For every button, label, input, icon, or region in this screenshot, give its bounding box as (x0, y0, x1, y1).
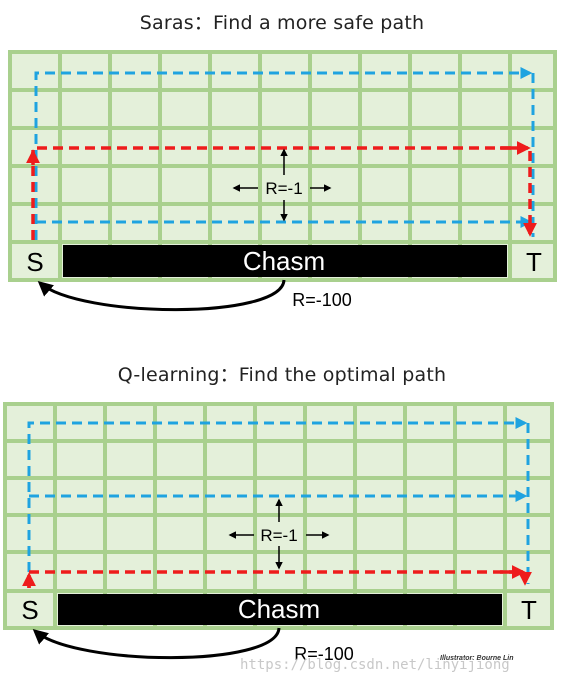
start-label: S (26, 247, 43, 277)
q-learning-title: Q-learning：Find the optimal path (117, 364, 447, 386)
illustrator-credit: Illustrator: Bourne Lin (440, 655, 514, 662)
fall-arrow (32, 627, 281, 660)
chasm-block (63, 245, 507, 277)
fall-reward-label: R=-100 (294, 644, 354, 664)
q-learning-panel: Chasm S T R=-1 R=-100 (3, 402, 554, 664)
step-reward-label: R=-1 (265, 179, 302, 198)
step-reward-arrows (228, 498, 330, 570)
sarsa-panel: Chasm S T R=-1 R=-100 (8, 50, 557, 312)
sarsa-title: Saras：Find a more safe path (139, 12, 425, 34)
watermark: https://blog.csdn.net/linyijiong (240, 657, 510, 673)
fall-arrow (37, 279, 286, 312)
grid-lines (5, 404, 552, 628)
chasm-block (58, 594, 502, 625)
chasm-label: Chasm (243, 246, 325, 276)
fall-reward-label: R=-100 (292, 290, 352, 310)
step-reward-arrows (232, 148, 332, 222)
target-label: T (526, 247, 542, 277)
risky-path (31, 146, 537, 240)
grid-lines (10, 52, 555, 280)
safe-path-top (27, 417, 528, 588)
start-label: S (21, 595, 38, 625)
step-reward-label: R=-1 (260, 526, 297, 545)
safe-path-top (34, 67, 533, 240)
chasm-label: Chasm (238, 594, 320, 624)
target-label: T (521, 595, 537, 625)
